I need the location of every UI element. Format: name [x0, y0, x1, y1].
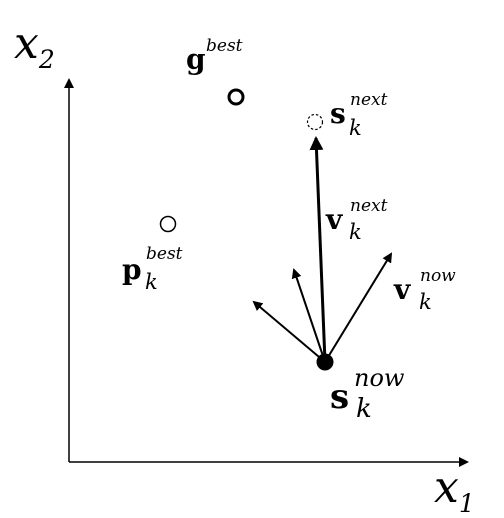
s-now-label-base: s	[330, 377, 350, 417]
g-best-point	[227, 88, 245, 106]
s-next-label-sub: k	[349, 116, 362, 140]
s-next-label-base: s	[330, 97, 346, 130]
v-now-label: v now k	[394, 268, 464, 318]
x-axis-label: x1	[434, 466, 475, 517]
p-best-label: p best k	[122, 246, 202, 296]
vector-v-next	[309, 136, 327, 363]
g-best-label: g best	[186, 38, 256, 78]
x-axis-label-base: x	[434, 462, 459, 513]
y-axis-label-base: x	[14, 18, 39, 69]
v-now-label-sub: k	[419, 290, 432, 314]
v-now-label-sup: now	[420, 266, 456, 286]
s-next-point	[306, 113, 324, 131]
y-axis-label: x2	[14, 22, 55, 73]
v-next-label-sub: k	[349, 220, 362, 244]
p-best-label-base: p	[122, 253, 142, 286]
vector-v-now	[324, 252, 393, 363]
s-next-label: s next k	[330, 92, 400, 142]
p-best-point	[159, 215, 177, 233]
s-now-label: s now k	[330, 366, 410, 422]
v-next-label: v next k	[326, 198, 406, 248]
v-next-label-sup: next	[350, 196, 388, 216]
x-axis-label-sub: 1	[458, 489, 475, 518]
g-best-label-base: g	[186, 43, 206, 76]
s-now-label-sub: k	[356, 394, 372, 424]
y-axis-label-sub: 2	[38, 45, 55, 74]
p-best-label-sup: best	[146, 244, 183, 264]
g-best-label-sup: best	[206, 36, 243, 56]
v-now-label-base: v	[394, 273, 411, 306]
p-best-label-sub: k	[145, 270, 158, 294]
v-next-label-base: v	[326, 203, 343, 236]
vector-toward-pbest	[252, 300, 326, 363]
s-next-label-sup: next	[350, 90, 388, 110]
s-now-label-sup: now	[354, 364, 405, 392]
vector-toward-gbest	[291, 268, 326, 363]
s-now-point	[316, 353, 334, 371]
